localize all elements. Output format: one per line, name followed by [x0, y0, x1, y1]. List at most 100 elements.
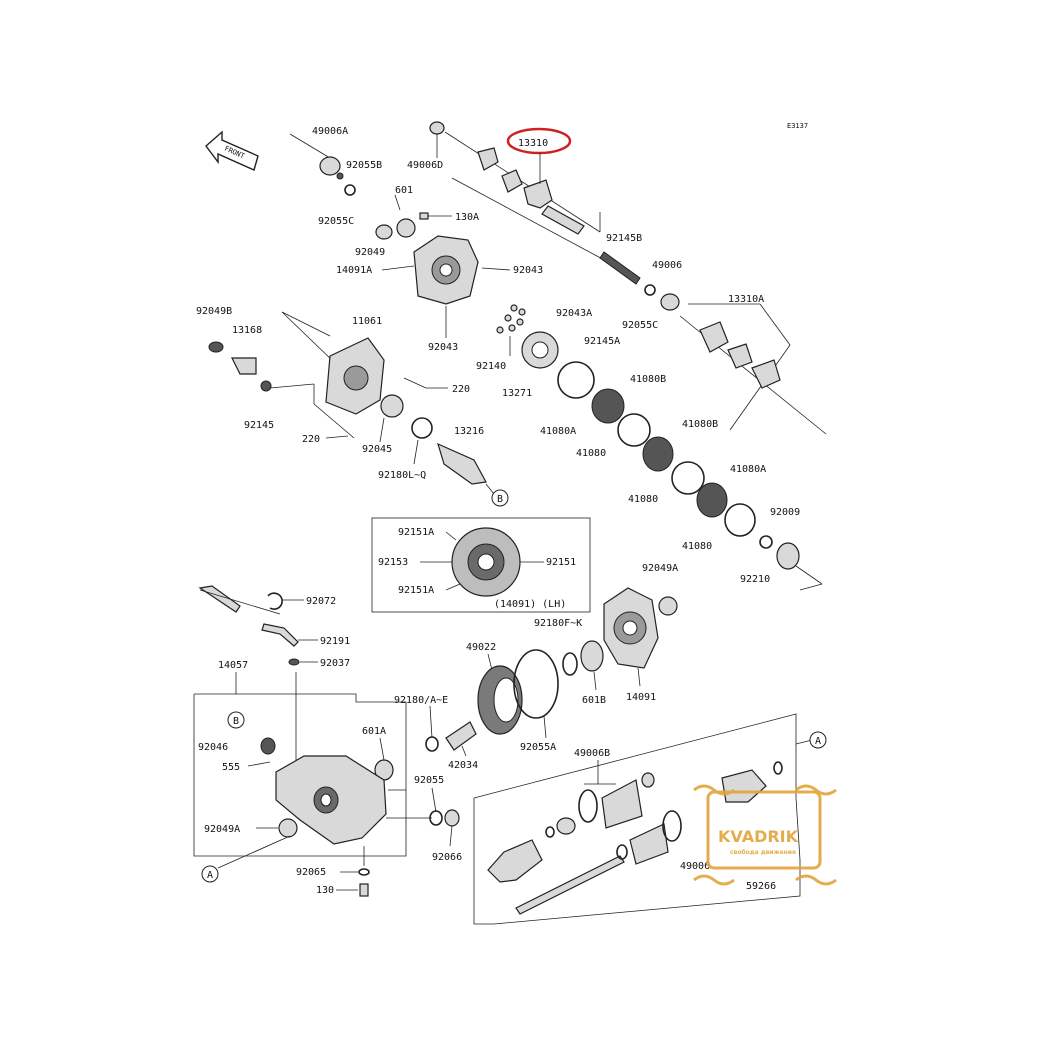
part-label: 92065 — [296, 867, 326, 878]
part-label: 92072 — [306, 596, 336, 607]
cross-joint-icon — [501, 169, 523, 193]
part-label: 92151 — [546, 557, 576, 568]
part-label: 41080B — [682, 419, 718, 430]
part-label: 601A — [362, 726, 386, 737]
part-label: 41080B — [630, 374, 666, 385]
part-label: 41080 — [576, 448, 606, 459]
part-label: 49006 — [680, 861, 710, 872]
part-label: 92055 — [414, 775, 444, 786]
part-label: 92140 — [476, 361, 506, 372]
part-label: 92055C — [622, 320, 658, 331]
friction-plate-icon — [591, 388, 625, 424]
washer-icon — [336, 172, 344, 180]
front-housing-group: 49006A 92055B 92055C 601 92049 130A 1409… — [289, 126, 543, 353]
shim-icon — [425, 736, 439, 752]
part-label: 130 — [316, 885, 334, 896]
pin-icon — [198, 585, 241, 613]
part-label: 92055C — [318, 216, 354, 227]
part-label: 92049 — [355, 247, 385, 258]
axle-shaft-icon — [515, 855, 625, 915]
part-label: 41080A — [730, 464, 766, 475]
part-label: 92153 — [378, 557, 408, 568]
nut-icon — [556, 817, 576, 835]
callout-label: B — [497, 494, 503, 505]
part-label: 92066 — [432, 852, 462, 863]
ball-icon — [496, 326, 504, 334]
clip-icon — [267, 592, 283, 610]
assembly-frame — [371, 517, 591, 613]
seal-icon — [658, 596, 678, 616]
shift-lever-icon — [231, 357, 257, 375]
part-label: 49006D — [407, 160, 443, 171]
callout-b — [227, 711, 245, 729]
part-label: 220 — [302, 434, 320, 445]
part-label: 41080A — [540, 426, 576, 437]
part-label: 92055A — [520, 742, 556, 753]
assembly-frame — [193, 693, 407, 857]
gear-case-group: 14057 B 92046 555 92049A A 92065 130 — [193, 660, 432, 897]
part-label: 92210 — [740, 574, 770, 585]
yoke-icon — [751, 359, 781, 389]
clutch-plates-group: 92140 92043A 92145A 13271 41080A 41080B … — [476, 304, 823, 591]
part-label: 13216 — [454, 426, 484, 437]
part-label: 14057 — [218, 660, 248, 671]
spring-icon — [599, 251, 641, 285]
yoke-icon — [523, 179, 553, 209]
callout-label: B — [233, 716, 239, 727]
propeller-shaft-group: 49006D 13310 92145B 49006 92055C — [407, 121, 682, 331]
clamp-icon — [288, 658, 300, 666]
clip-icon — [641, 772, 655, 788]
yoke-icon — [477, 147, 499, 171]
lower-left-group: 92180/A~E 42034 601A 92055 92066 — [362, 695, 478, 863]
part-label: 59266 — [746, 881, 776, 892]
ring-icon — [616, 844, 628, 860]
part-label: 92049A — [642, 563, 678, 574]
breather-group: 92072 92191 92037 — [198, 585, 350, 669]
part-label: 92049B — [196, 306, 232, 317]
clutch-plate-icon — [671, 461, 705, 495]
assembly-label: (14091) (LH) — [494, 599, 566, 610]
part-label: 92145B — [606, 233, 642, 244]
part-label: 130A — [455, 212, 479, 223]
part-label: 92191 — [320, 636, 350, 647]
washer-icon — [358, 868, 370, 876]
part-label: 92180F~K — [534, 618, 582, 629]
shim-icon — [759, 535, 773, 549]
rear-shaft-group: 13310A — [679, 294, 827, 435]
part-label: 41080 — [682, 541, 712, 552]
part-label: 92151A — [398, 585, 434, 596]
part-label: 92151A — [398, 527, 434, 538]
kvadrik-watermark-logo: KVADRIK свобода движения — [693, 784, 837, 886]
part-label: 601 — [395, 185, 413, 196]
bolt-icon — [419, 212, 429, 220]
callout-a — [201, 865, 219, 883]
ball-icon — [518, 308, 526, 316]
part-label: 92043A — [556, 308, 592, 319]
part-label-highlighted: 13310 — [518, 138, 548, 149]
part-label: 601B — [582, 695, 606, 706]
part-label: 49006B — [574, 748, 610, 759]
part-label: 49006 — [652, 260, 682, 271]
ball-icon — [508, 324, 516, 332]
bearing-icon — [319, 156, 341, 176]
ring-icon — [545, 826, 555, 838]
callout-label: A — [207, 870, 213, 881]
bearing-icon — [776, 542, 800, 570]
part-label: 49006A — [312, 126, 348, 137]
cross-joint-icon — [727, 343, 753, 369]
friction-plate-icon — [696, 482, 728, 518]
callout-a — [809, 731, 827, 749]
part-label: 220 — [452, 384, 470, 395]
part-label: 92055B — [346, 160, 382, 171]
front-arrow-icon: FRONT — [205, 130, 259, 171]
ball-icon — [504, 314, 512, 322]
pinion-gear-icon — [437, 442, 487, 485]
rh-housing-group: 92049A 14091 92180F~K 601B — [534, 563, 678, 706]
differential-box: 92151A 92153 92151 92151A (14091) (LH) — [371, 517, 591, 613]
boot-icon — [601, 779, 643, 829]
part-label: 555 — [222, 762, 240, 773]
part-label: 92043 — [513, 265, 543, 276]
seal-icon — [278, 818, 298, 838]
